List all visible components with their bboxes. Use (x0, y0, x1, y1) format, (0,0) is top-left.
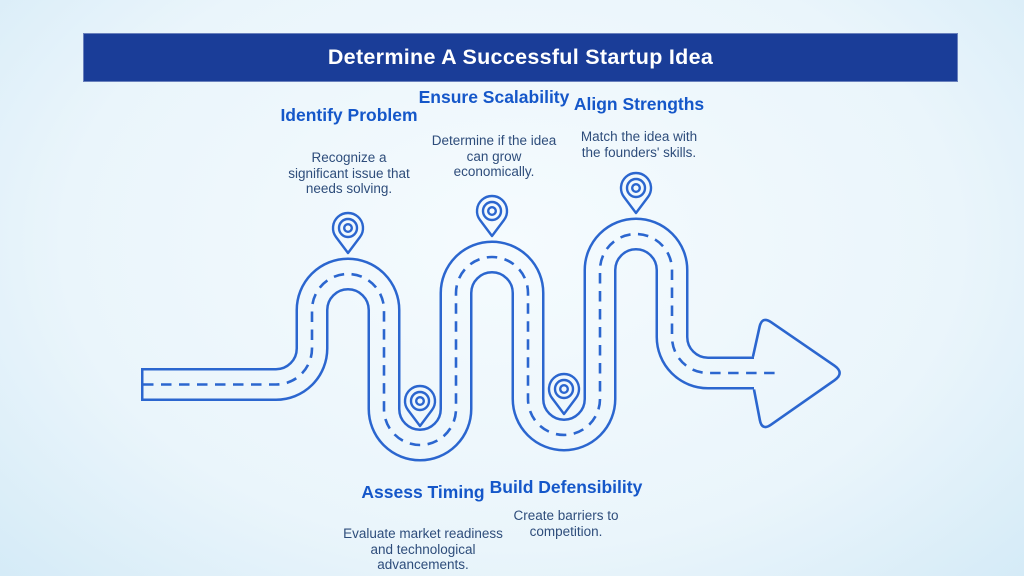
step-label-assess-timing: Assess Timing Evaluate market readiness … (328, 483, 518, 573)
step-label-align-strengths: Align Strengths Match the idea with the … (557, 95, 722, 160)
step-description: Recognize a significant issue that needs… (288, 150, 410, 197)
step-description: Evaluate market readiness and technologi… (343, 526, 503, 573)
road-center-dashes (143, 232, 775, 447)
location-pin-icon (547, 372, 581, 416)
step-description: Determine if the idea can grow economica… (431, 133, 557, 180)
step-description: Create barriers to competition. (513, 508, 619, 539)
step-heading: Assess Timing (361, 482, 485, 502)
location-pin-icon (331, 211, 365, 255)
step-description: Match the idea with the founders' skills… (580, 129, 698, 160)
step-heading: Ensure Scalability (418, 87, 570, 107)
location-pin-icon (475, 194, 509, 238)
location-pin-icon (403, 384, 437, 428)
arrow-right-icon (751, 318, 841, 429)
step-heading: Align Strengths (573, 94, 705, 114)
step-label-ensure-scalability: Ensure Scalability Determine if the idea… (417, 88, 572, 180)
location-pin-icon (619, 171, 653, 215)
step-label-build-defensibility: Build Defensibility Create barriers to c… (481, 478, 651, 539)
step-heading: Build Defensibility (489, 477, 643, 497)
step-heading: Identify Problem (280, 105, 418, 125)
step-label-identify-problem: Identify Problem Recognize a significant… (274, 106, 424, 197)
